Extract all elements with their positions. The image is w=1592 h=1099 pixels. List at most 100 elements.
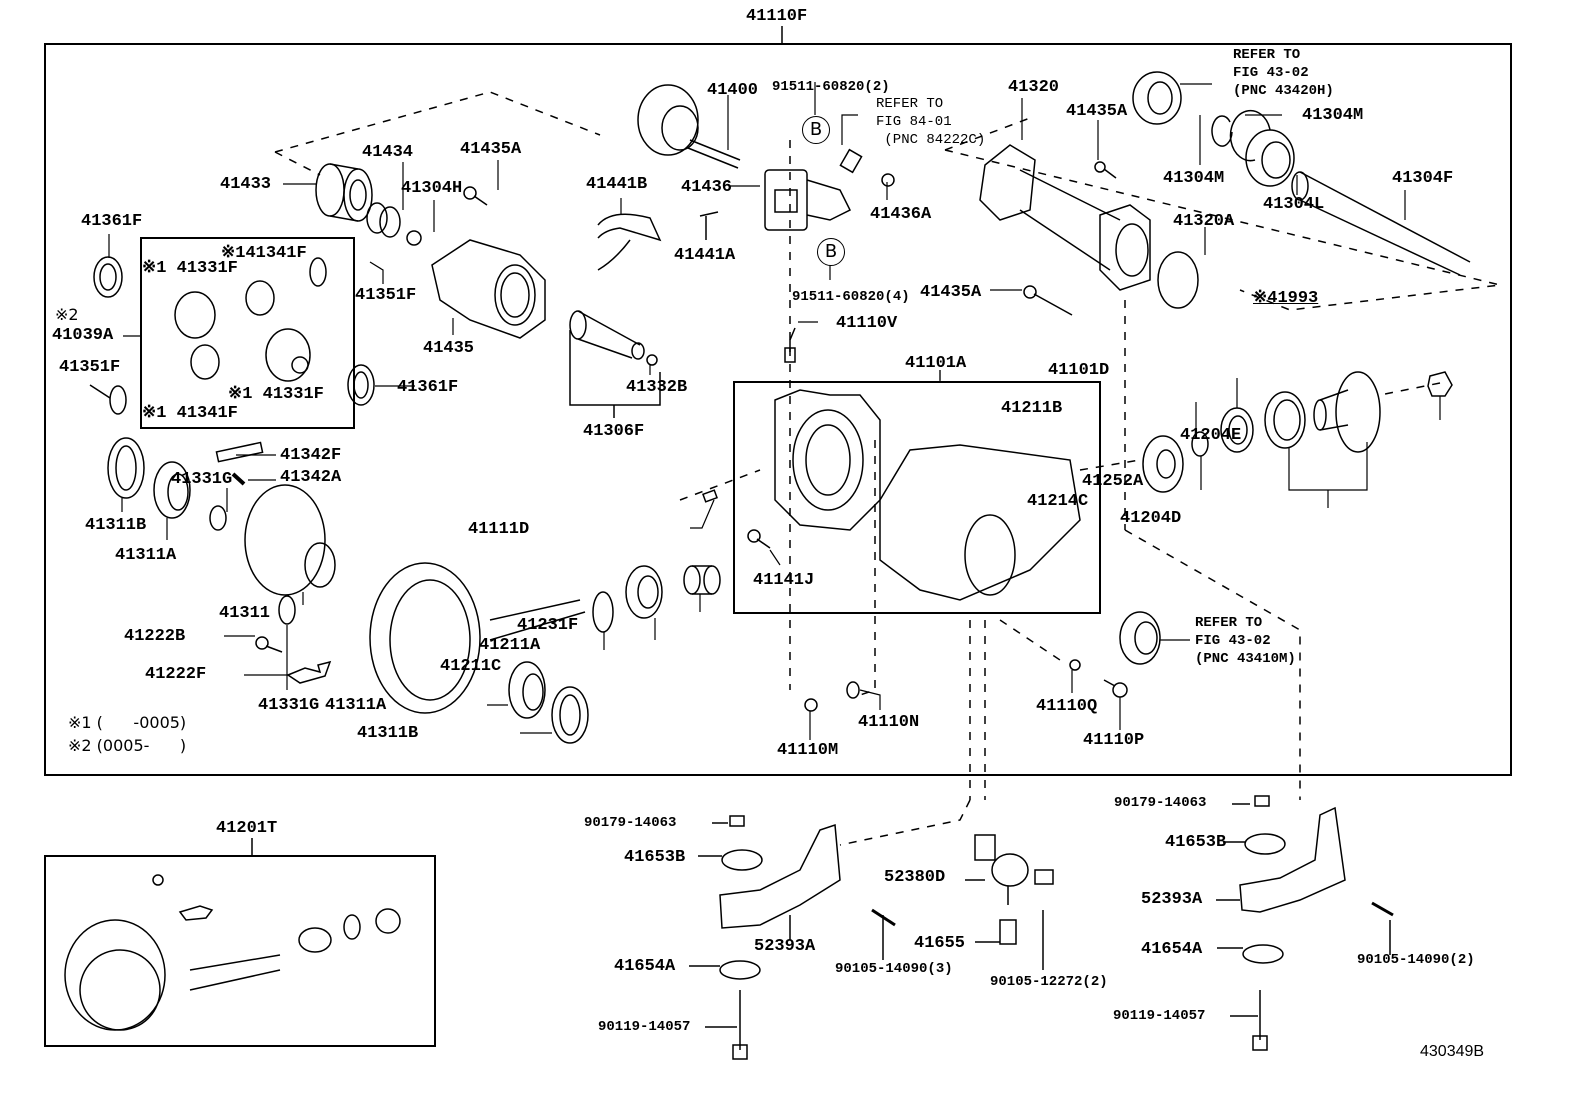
part-41204E-nut bbox=[1427, 371, 1453, 397]
label-41039A-note-mark: ※2 bbox=[55, 305, 79, 324]
label-41436[interactable]: 41436 bbox=[681, 178, 733, 197]
label-41304L[interactable]: 41304L bbox=[1263, 195, 1325, 214]
label-41331F-a[interactable]: ※1 41331F bbox=[142, 259, 238, 278]
label-41654A-b[interactable]: 41654A bbox=[1141, 940, 1203, 959]
label-41204E[interactable]: 41204E bbox=[1180, 426, 1242, 445]
label-41311A-b[interactable]: 41311A bbox=[325, 696, 387, 715]
label-41993[interactable]: ※41993 bbox=[1253, 289, 1319, 308]
label-41351F-a[interactable]: 41351F bbox=[355, 286, 417, 305]
label-41653B-b[interactable]: 41653B bbox=[1165, 833, 1227, 852]
label-41211A[interactable]: 41211A bbox=[479, 636, 541, 655]
part-41110V-breather bbox=[784, 327, 796, 363]
label-91511-60820-4[interactable]: 91511-60820(4) bbox=[792, 289, 910, 305]
label-41304H[interactable]: 41304H bbox=[401, 179, 463, 198]
label-41311B-a[interactable]: 41311B bbox=[85, 516, 147, 535]
label-41110P[interactable]: 41110P bbox=[1083, 731, 1145, 750]
label-41110Q[interactable]: 41110Q bbox=[1036, 697, 1098, 716]
part-41331G-washer-b bbox=[278, 595, 296, 625]
label-41655[interactable]: 41655 bbox=[914, 934, 966, 953]
label-41435[interactable]: 41435 bbox=[423, 339, 475, 358]
label-41141J[interactable]: 41141J bbox=[753, 571, 815, 590]
label-41222F[interactable]: 41222F bbox=[145, 665, 207, 684]
label-41341F-b[interactable]: ※1 41341F bbox=[142, 404, 238, 423]
part-41211C-spacer bbox=[592, 591, 614, 633]
label-41441B[interactable]: 41441B bbox=[586, 175, 648, 194]
label-52393A-b[interactable]: 52393A bbox=[1141, 890, 1203, 909]
label-52393A-a[interactable]: 52393A bbox=[754, 937, 816, 956]
label-41211B[interactable]: 41211B bbox=[1001, 399, 1063, 418]
label-41201T[interactable]: 41201T bbox=[216, 819, 278, 838]
label-41400[interactable]: 41400 bbox=[707, 81, 759, 100]
label-41653B-a[interactable]: 41653B bbox=[624, 848, 686, 867]
label-41222B[interactable]: 41222B bbox=[124, 627, 186, 646]
part-41110N-gasket bbox=[846, 681, 860, 699]
label-41441A[interactable]: 41441A bbox=[674, 246, 736, 265]
label-90105-14090-2[interactable]: 90105-14090(2) bbox=[1357, 952, 1475, 968]
part-41435A-bolt-c bbox=[1094, 161, 1117, 179]
label-41101A[interactable]: 41101A bbox=[905, 354, 967, 373]
label-41320[interactable]: 41320 bbox=[1008, 78, 1060, 97]
label-41341F-a[interactable]: ※141341F bbox=[221, 244, 307, 263]
label-41311B-b[interactable]: 41311B bbox=[357, 724, 419, 743]
label-41039A[interactable]: 41039A bbox=[52, 326, 114, 345]
label-41320A[interactable]: 41320A bbox=[1173, 212, 1235, 231]
label-41433[interactable]: 41433 bbox=[220, 175, 272, 194]
label-41311[interactable]: 41311 bbox=[219, 604, 271, 623]
label-90179-14063-b[interactable]: 90179-14063 bbox=[1114, 795, 1207, 811]
label-41435A-b[interactable]: 41435A bbox=[920, 283, 982, 302]
label-41304M-b[interactable]: 41304M bbox=[1163, 169, 1225, 188]
refer-note-43420H: REFER TO FIG 43-02 (PNC 43420H) bbox=[1233, 46, 1334, 101]
label-41311A-a[interactable]: 41311A bbox=[115, 546, 177, 565]
refer-note-84222C: REFER TO FIG 84-01 (PNC 84222C) bbox=[876, 95, 985, 150]
label-41435A-a[interactable]: 41435A bbox=[460, 140, 522, 159]
label-41214C[interactable]: 41214C bbox=[1027, 492, 1089, 511]
label-41110V[interactable]: 41110V bbox=[836, 314, 898, 333]
label-41231F[interactable]: 41231F bbox=[517, 616, 579, 635]
label-41436A[interactable]: 41436A bbox=[870, 205, 932, 224]
label-90105-14090-3[interactable]: 90105-14090(3) bbox=[835, 961, 953, 977]
label-90119-14057-a[interactable]: 90119-14057 bbox=[598, 1019, 691, 1035]
label-41361F-b[interactable]: 41361F bbox=[397, 378, 459, 397]
part-41351F-washer-a bbox=[309, 257, 327, 287]
part-41331F-side-gears bbox=[174, 280, 311, 382]
label-41361F-a[interactable]: 41361F bbox=[81, 212, 143, 231]
label-41342F[interactable]: 41342F bbox=[280, 446, 342, 465]
label-90105-12272-2[interactable]: 90105-12272(2) bbox=[990, 974, 1108, 990]
label-41304F[interactable]: 41304F bbox=[1392, 169, 1454, 188]
part-41304H-snap-ring bbox=[406, 230, 422, 246]
label-90179-14063-a[interactable]: 90179-14063 bbox=[584, 815, 677, 831]
label-41332B[interactable]: 41332B bbox=[626, 378, 688, 397]
part-41435-housing bbox=[431, 239, 546, 339]
label-41306F[interactable]: 41306F bbox=[583, 422, 645, 441]
label-41654A-a[interactable]: 41654A bbox=[614, 957, 676, 976]
label-41304M-a[interactable]: 41304M bbox=[1302, 106, 1364, 125]
label-41110N[interactable]: 41110N bbox=[858, 713, 920, 732]
label-41435A-c[interactable]: 41435A bbox=[1066, 102, 1128, 121]
label-41110F[interactable]: 41110F bbox=[746, 7, 808, 26]
label-52380D[interactable]: 52380D bbox=[884, 868, 946, 887]
label-41351F-b[interactable]: 41351F bbox=[59, 358, 121, 377]
label-41331F-b[interactable]: ※1 41331F bbox=[228, 385, 324, 404]
part-41434-bearing bbox=[366, 202, 401, 238]
label-91511-60820-2[interactable]: 91511-60820(2) bbox=[772, 79, 890, 95]
label-41331G-b[interactable]: 41331G bbox=[258, 696, 320, 715]
marker-b-top: B bbox=[802, 116, 830, 144]
label-90119-14057-b[interactable]: 90119-14057 bbox=[1113, 1008, 1206, 1024]
label-41111D[interactable]: 41111D bbox=[468, 520, 530, 539]
label-41434[interactable]: 41434 bbox=[362, 143, 414, 162]
label-41110M[interactable]: 41110M bbox=[777, 741, 839, 760]
part-41361F-washer-a bbox=[93, 256, 123, 298]
label-41342A[interactable]: 41342A bbox=[280, 468, 342, 487]
refer-line-3: (PNC 43410M) bbox=[1195, 651, 1296, 668]
label-41204D[interactable]: 41204D bbox=[1120, 509, 1182, 528]
part-41436-fork-body bbox=[764, 169, 852, 231]
label-41331G-a[interactable]: 41331G bbox=[171, 470, 233, 489]
label-41211C[interactable]: 41211C bbox=[440, 657, 502, 676]
part-41231F-spacer bbox=[683, 565, 721, 595]
part-41331G-washer-a bbox=[209, 505, 227, 531]
part-41211A-bearing bbox=[625, 565, 663, 619]
label-41252A[interactable]: 41252A bbox=[1082, 472, 1144, 491]
part-41342A-pin bbox=[231, 472, 246, 486]
label-41101D[interactable]: 41101D bbox=[1048, 361, 1110, 380]
part-41435A-bolt bbox=[463, 186, 488, 206]
